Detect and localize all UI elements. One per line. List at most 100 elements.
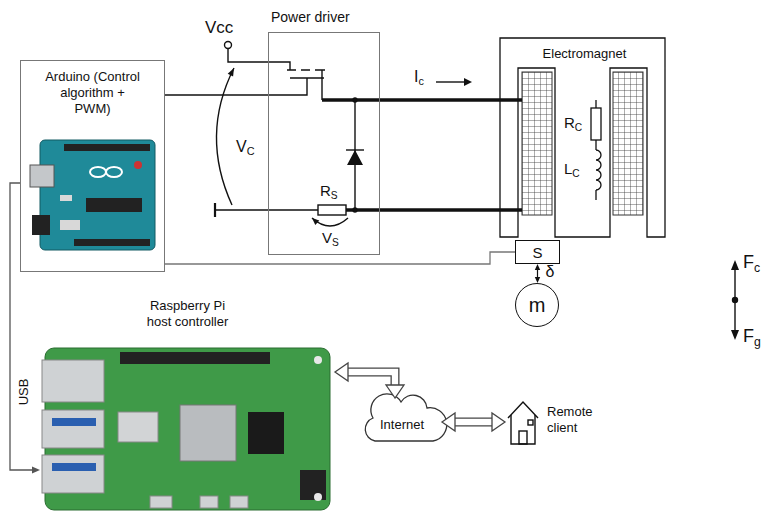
- client-node: Remote client: [505, 398, 610, 444]
- connector-line: [165, 94, 268, 95]
- electromagnet-drawing-part: [500, 100, 522, 210]
- sensor-label: S: [532, 244, 542, 261]
- cloud-label: Internet: [380, 417, 424, 432]
- power-driver-circuit-part: [268, 78, 307, 95]
- arrowhead: [492, 413, 505, 431]
- gate-wire: [165, 95, 268, 96]
- force-arrows-part: [731, 260, 739, 270]
- arduino-board-part: [32, 215, 50, 235]
- house-icon: [508, 402, 538, 444]
- arduino-board-part: [106, 167, 122, 177]
- raspberry-pi-board-part: [52, 463, 96, 471]
- supply-wiring: [215, 42, 318, 218]
- network-arrow: [442, 413, 505, 431]
- power-wire: [380, 210, 500, 211]
- subscript: g: [754, 335, 761, 349]
- power-driver-circuit-part: [353, 98, 357, 102]
- arduino-board-part: [90, 167, 106, 177]
- supply-wiring-part: [225, 42, 232, 49]
- edge-label: δ: [546, 263, 555, 281]
- house-icon-part: [519, 431, 527, 444]
- raspberry-pi-board-part: [300, 470, 326, 500]
- voltage-label: VS: [322, 229, 339, 249]
- current-label: Ic: [414, 68, 424, 88]
- power-driver-circuit-part: [346, 149, 364, 150]
- subscript: c: [418, 75, 423, 87]
- arrowhead: [442, 413, 455, 431]
- hollow-arrow-body: [455, 419, 492, 425]
- arduino-board-part: [60, 220, 80, 230]
- electromagnet-drawing-part: [522, 72, 552, 215]
- edge-label: USB: [17, 379, 32, 406]
- power-driver-circuit-part: [318, 205, 346, 215]
- arduino-board-part: [60, 195, 72, 201]
- house-icon-part: [528, 420, 533, 425]
- host-board: Raspberry Pi host controller: [40, 298, 335, 515]
- arrowhead: [335, 363, 348, 381]
- controller-box: Arduino (Control algorithm + PWM): [20, 60, 165, 272]
- inductor-label: LC: [564, 160, 580, 180]
- cloud-node: Internet: [362, 398, 442, 446]
- connector-line: [380, 208, 500, 212]
- voltage-label: VC: [236, 138, 255, 158]
- current-arrow-part: [464, 78, 472, 86]
- force-arrows-part: [731, 330, 739, 340]
- subscript: S: [331, 190, 338, 201]
- gap-dimension: [535, 264, 540, 283]
- hollow-arrow-body: [348, 372, 395, 385]
- arduino-board-part: [74, 239, 150, 246]
- force-label: Fc: [743, 252, 760, 275]
- connector-line: [537, 269, 538, 278]
- raspberry-pi-board-part: [314, 356, 322, 364]
- arrowhead: [32, 466, 40, 473]
- arrowhead: [386, 385, 404, 398]
- power-driver-circuit-part: [322, 98, 380, 102]
- supply-label: Vcc: [205, 18, 233, 38]
- house-icon-part: [508, 402, 538, 418]
- raspberry-pi-board-part: [230, 496, 248, 508]
- raspberry-pi-board-part: [120, 352, 270, 364]
- power-driver-circuit-part: [312, 218, 319, 225]
- internet-cloud: [365, 394, 447, 441]
- power-driver-circuit-part: [287, 69, 325, 70]
- supply-wiring-part: [228, 49, 290, 71]
- arduino-board: [30, 140, 155, 250]
- client-label: Remote client: [547, 404, 609, 436]
- box-heading: Power driver: [271, 9, 350, 25]
- current-arrow-part: [436, 81, 465, 82]
- raspberry-pi-board-part: [248, 412, 284, 454]
- raspberry-pi-board-part: [314, 493, 322, 501]
- power-driver-circuit-part: [321, 70, 322, 100]
- subscript: S: [332, 237, 339, 248]
- arduino-board-part: [86, 198, 142, 212]
- electromagnet-drawing-part: [591, 108, 601, 140]
- box-title: Arduino (Control algorithm + PWM): [43, 69, 143, 117]
- raspberry-pi-board-part: [180, 405, 236, 461]
- force-label: Fg: [743, 326, 761, 349]
- raspberry-pi-board-part: [118, 412, 158, 442]
- raspberry-pi-board-part: [150, 496, 172, 508]
- hollow-arrow-body: [455, 418, 492, 427]
- raspberry-pi-board: [42, 348, 330, 510]
- force-arrows: [731, 260, 739, 340]
- electromagnet-drawing-part: [596, 150, 601, 190]
- supply-wiring-part: [216, 68, 234, 205]
- power-driver-circuit-part: [353, 208, 357, 212]
- mass-label: m: [529, 294, 546, 316]
- electromagnet-drawing-part: [613, 72, 643, 215]
- subscript: C: [575, 122, 582, 133]
- usb-cable: [10, 183, 40, 474]
- arduino-board-part: [40, 140, 155, 250]
- internet-cloud-part: [365, 394, 447, 441]
- driver-box: Power driver: [268, 32, 380, 255]
- arrowhead: [535, 264, 540, 270]
- raspberry-pi-board-part: [42, 360, 104, 402]
- raspberry-pi-board-part: [52, 418, 96, 426]
- connector-line: [10, 183, 33, 470]
- resistor-label: RC: [564, 114, 582, 134]
- power-driver-circuit-part: [346, 208, 380, 212]
- subscript: C: [247, 145, 255, 157]
- raspberry-pi-board-part: [200, 496, 218, 508]
- power-wire: [380, 100, 500, 101]
